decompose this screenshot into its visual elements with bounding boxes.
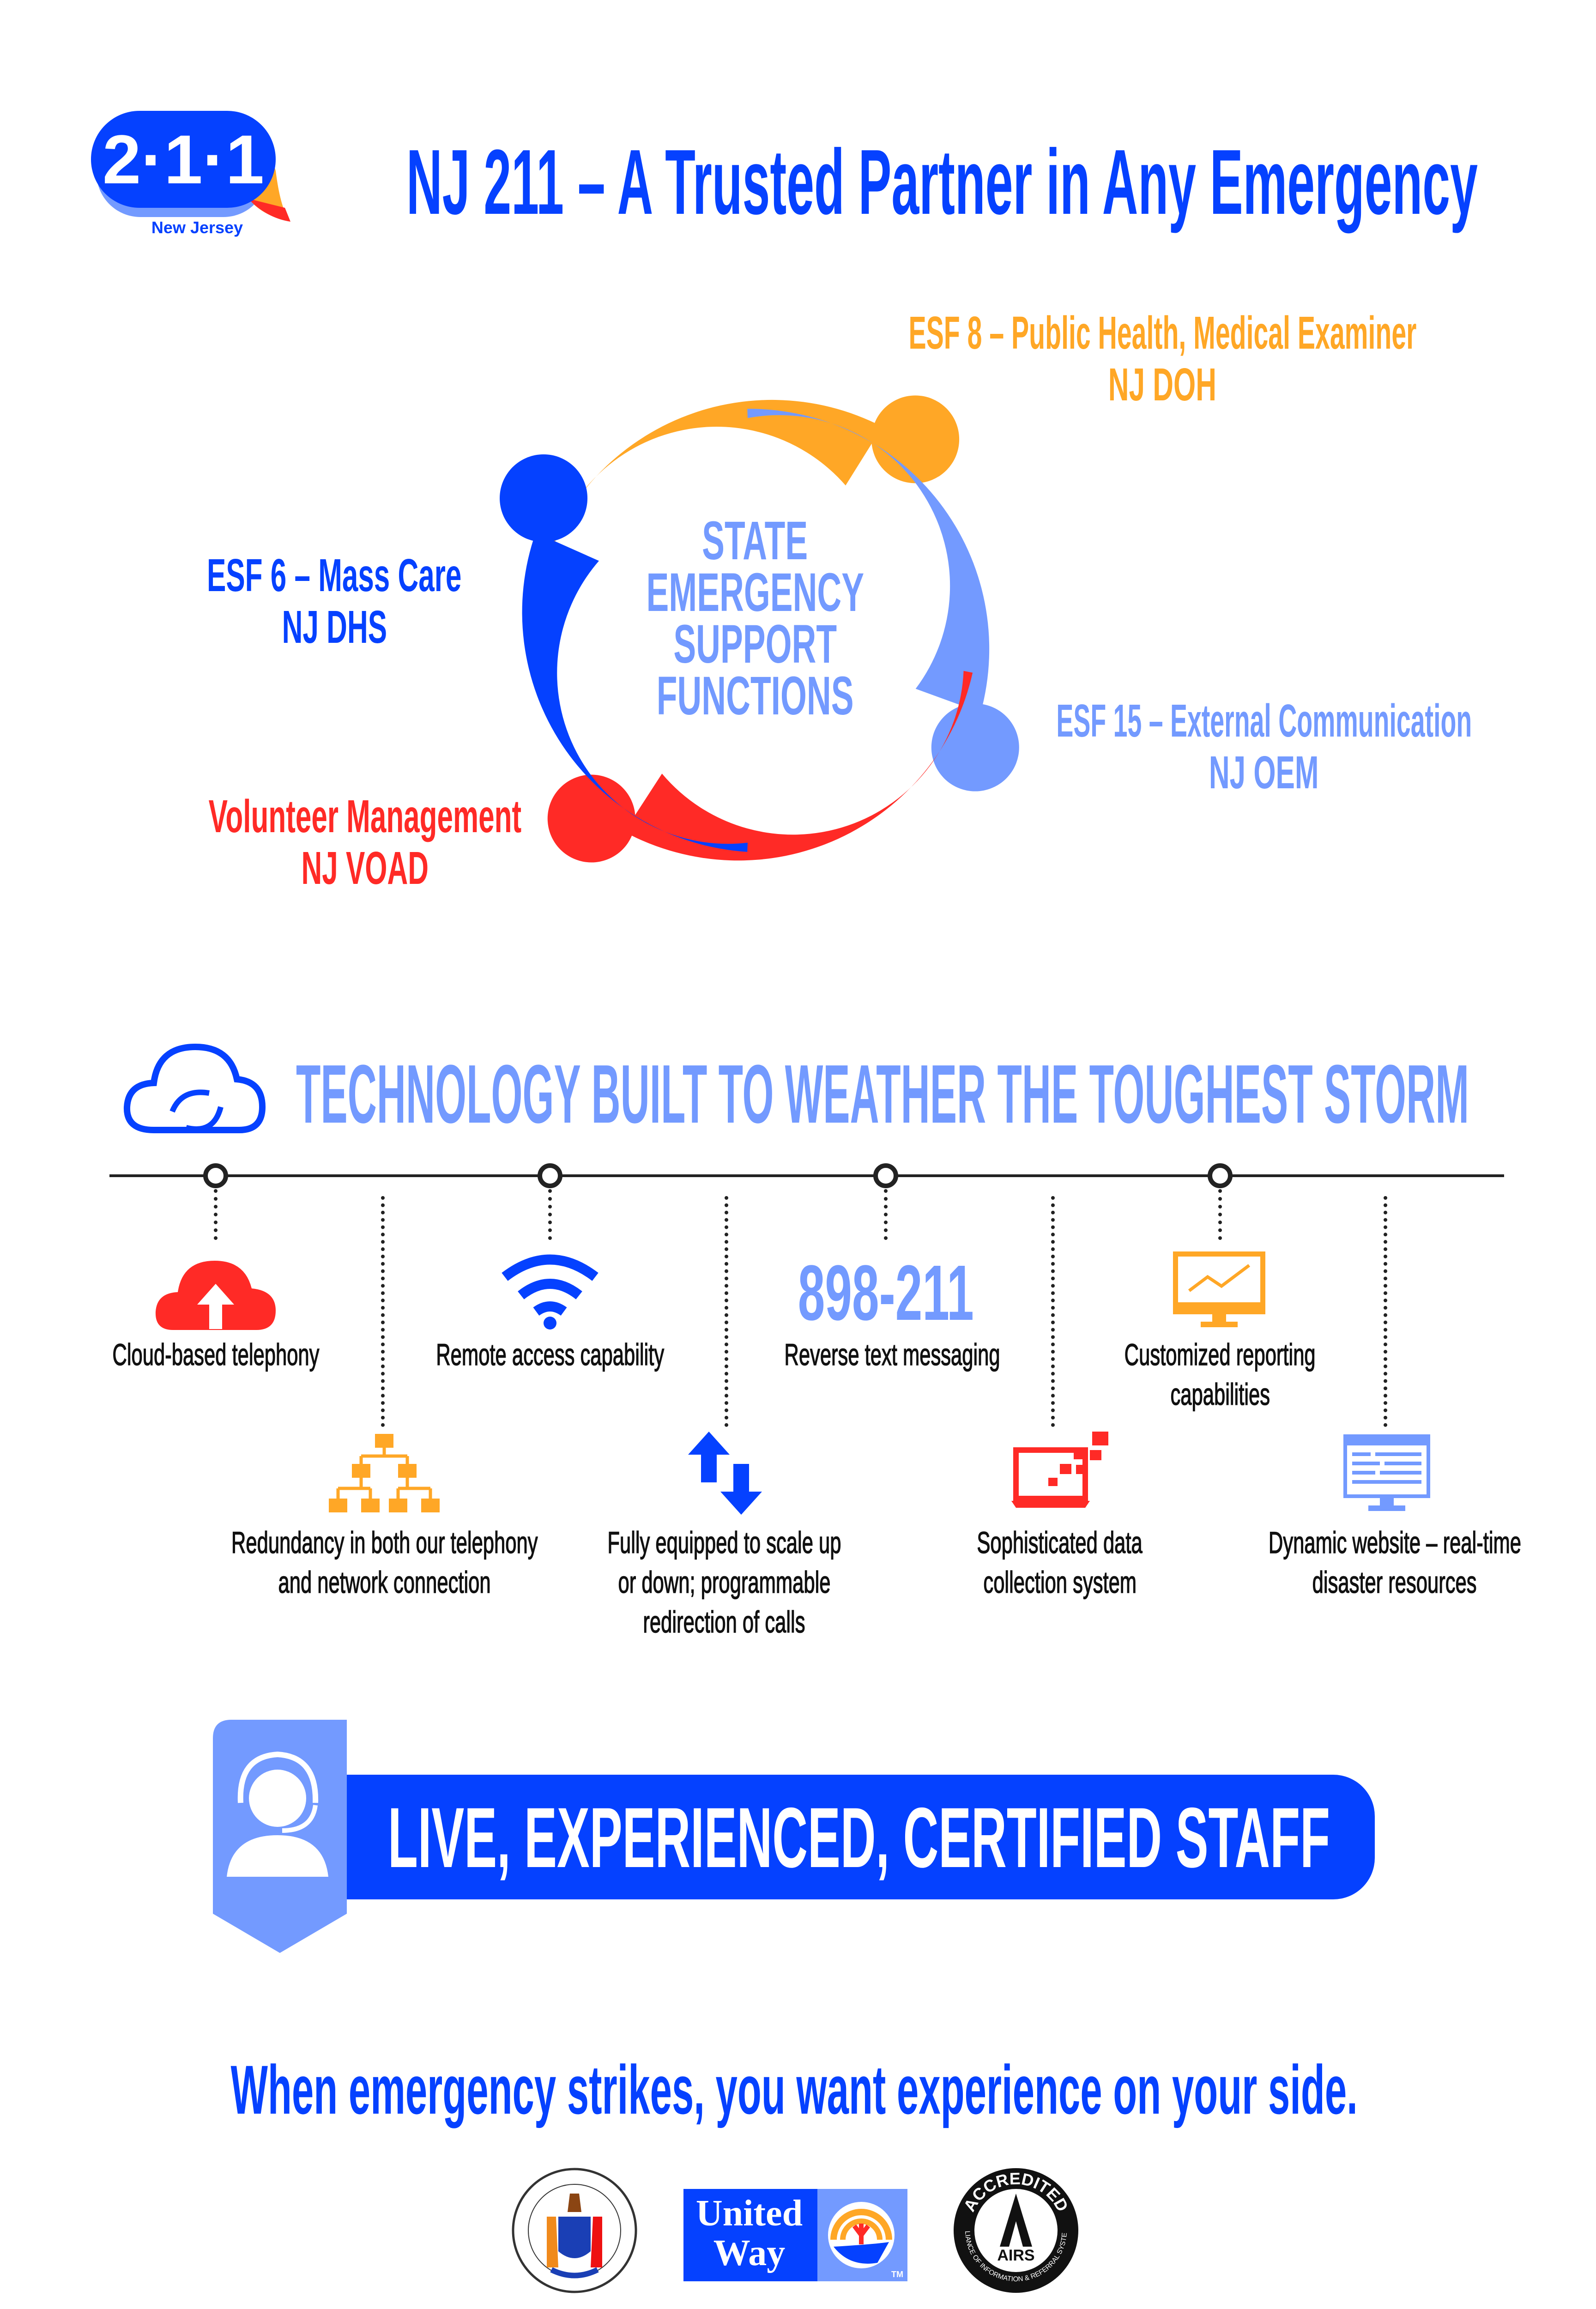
united-way-text: United [695,2193,803,2234]
esf8-label: ESF 8 – Public Health, Medical Examiner … [839,307,1486,411]
page-title: NJ 211 – A Trusted Partner in Any Emerge… [406,131,1478,234]
orange-swoosh [537,399,883,594]
center-line: SUPPORT [673,614,837,675]
dotted-connector [381,1196,385,1427]
volunteer-agency: NJ VOAD [301,842,429,894]
orange-head [871,395,960,484]
item-label: Remote access capability [436,1337,665,1372]
airs-accredited-logo: AIRS ACCREDITED ALLIANCE OF INFORMATION … [951,2166,1078,2293]
item-label: Dynamic website – real-time [1268,1525,1521,1560]
nj-state-seal-logo [512,2168,637,2293]
timeline-node [873,1163,898,1188]
blue-swoosh [522,532,748,852]
volunteer-label: Volunteer Management NJ VOAD [180,791,550,894]
center-line: EMERGENCY [646,562,864,623]
dotted-connector [548,1189,552,1240]
cloud-sync-icon [123,1043,266,1133]
united-way-hand-rainbow-icon [828,2202,895,2268]
dotted-connector [214,1189,218,1240]
esf8-agency: NJ DOH [1108,359,1217,411]
center-line: FUNCTIONS [656,665,854,726]
headset-agent-icon [213,1720,347,1953]
item-label: Reverse text messaging [784,1337,1000,1372]
esf6-label: ESF 6 – Mass Care NJ DHS [150,550,519,653]
logo-region: New Jersey [151,218,243,237]
logo-number: 2·1·1 [102,121,265,198]
dotted-connector [1218,1189,1222,1240]
esf15-label: ESF 15 – External Communication NJ OEM [1033,695,1495,798]
esf-swirl-graphic [500,395,1019,863]
text-number: 898-211 [798,1249,974,1337]
esf6-agency: NJ DHS [282,601,387,653]
item-label: Sophisticated data [977,1525,1143,1560]
timeline-line [109,1174,1504,1177]
dotted-connector [884,1189,888,1240]
item-label: capabilities [1170,1377,1270,1412]
dotted-connector [1051,1196,1055,1427]
dotted-connector [1384,1196,1387,1427]
tagline: When emergency strikes, you want experie… [230,2051,1358,2128]
red-head [547,774,635,863]
timeline-node [538,1163,562,1188]
staff-banner [323,1775,1375,1899]
item-label: Customized reporting [1124,1337,1316,1372]
light-blue-head [931,703,1019,792]
nj211-logo: 2·1·1 New Jersey [91,111,340,249]
timeline-node [203,1163,228,1188]
esf8-title: ESF 8 – Public Health, Medical Examiner [908,307,1416,359]
website-icon [1343,1434,1430,1511]
united-way-logo: United Way TM [683,2189,907,2281]
trademark: TM [891,2270,903,2279]
monitor-chart-icon [1173,1251,1265,1327]
cloud-upload-icon [155,1261,276,1330]
item-label: or down; programmable [617,1565,831,1600]
united-way-text: Way [713,2233,786,2273]
volunteer-title: Volunteer Management [208,791,521,842]
esf6-title: ESF 6 – Mass Care [207,550,462,601]
esf15-agency: NJ OEM [1209,747,1319,798]
item-label: Cloud-based telephony [112,1337,320,1372]
esf15-title: ESF 15 – External Communication [1056,695,1472,747]
item-label: Fully equipped to scale up [607,1525,841,1560]
dotted-connector [725,1196,728,1427]
staff-label: LIVE, EXPERIENCED, CERTIFIED STAFF [388,1790,1330,1886]
tech-heading: TECHNOLOGY BUILT TO WEATHER THE TOUGHEST… [296,1048,1469,1141]
red-swoosh [624,671,973,861]
item-label: disaster resources [1312,1565,1477,1600]
item-label: redirection of calls [643,1604,805,1639]
item-label: Redundancy in both our telephony [231,1525,538,1560]
wifi-icon [502,1254,598,1330]
blue-head [500,454,588,542]
up-down-arrows-icon [688,1432,762,1515]
network-icon [329,1434,440,1512]
item-label: and network connection [278,1565,491,1600]
laptop-data-icon [1011,1432,1108,1508]
item-label: collection system [983,1565,1137,1600]
center-line: STATE [702,510,808,571]
timeline-node [1208,1163,1233,1188]
esf-center-label: STATE EMERGENCY SUPPORT FUNCTIONS [570,510,940,726]
airs-name: AIRS [997,2247,1034,2264]
